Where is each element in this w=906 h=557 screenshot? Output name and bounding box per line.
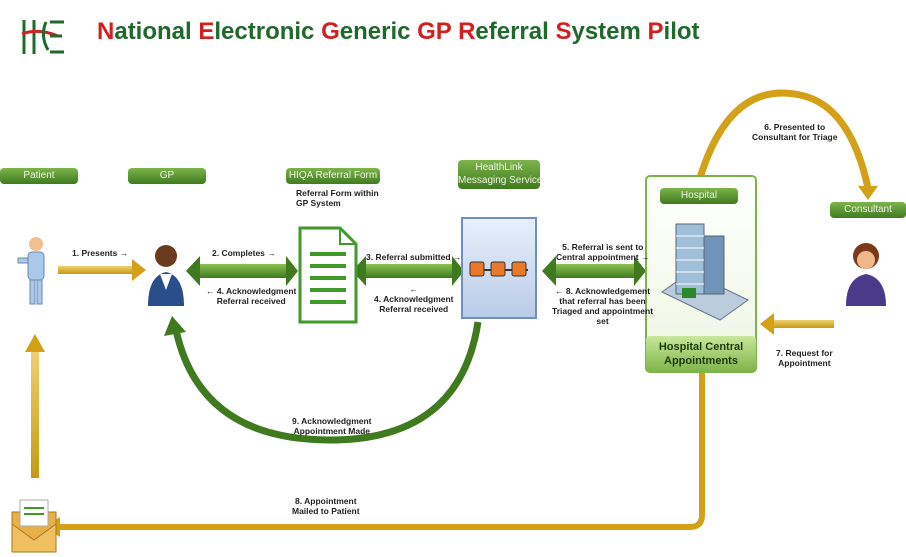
step-4a-line1: ← 4. Acknowledgment	[206, 286, 297, 296]
patient-gp-head	[132, 259, 146, 281]
title-part: R	[458, 18, 476, 45]
hiqa-subtitle: Referral Form within GP System	[296, 188, 379, 208]
hse-logo-mark	[21, 20, 64, 54]
pill-healthlink-line1: HealthLink	[475, 162, 523, 173]
hiqa-sub-2: GP System	[296, 198, 341, 208]
title-part: S	[555, 18, 572, 45]
document-icon	[298, 226, 358, 324]
step-7: 7. Request for Appointment	[776, 348, 833, 368]
consultant-hosp-shaft	[772, 320, 834, 328]
step-4b-line2: Referral received	[379, 304, 449, 314]
step-8b: 8. Appointment Mailed to Patient	[292, 496, 360, 516]
step-9-line1: 9. Acknowledgment	[292, 416, 372, 426]
step-5-line2: Central appointment →	[556, 252, 650, 262]
title-part: G	[321, 18, 340, 45]
title-part: eferral	[475, 18, 556, 45]
ack-arc	[172, 321, 482, 444]
pill-consultant: Consultant	[830, 202, 906, 218]
step-8b-line1: 8. Appointment	[295, 496, 357, 506]
step-8a: ← 8. Acknowledgement that referral has b…	[552, 286, 653, 326]
step-7-line1: 7. Request for	[776, 348, 833, 358]
step-4a-line2: Referral received	[216, 296, 286, 306]
step-8a-line1: ← 8. Acknowledgement	[554, 286, 651, 296]
step-8b-line2: Mailed to Patient	[292, 506, 360, 516]
pill-healthlink-line2: Messaging Service	[458, 175, 543, 186]
page-title: National Electronic Generic GP Referral …	[97, 18, 700, 46]
hospital-label-1: Hospital Central	[658, 341, 744, 353]
hospital-label-2: Appointments	[664, 355, 738, 367]
step-5-line1: 5. Referral is sent to	[562, 242, 644, 252]
step-4b-arrow: ←	[409, 284, 419, 294]
healthlink-box	[461, 217, 537, 319]
envelope-icon	[11, 499, 57, 553]
step-5: 5. Referral is sent to Central appointme…	[556, 242, 650, 262]
step-9: 9. Acknowledgment Appointment Made	[292, 416, 372, 436]
step-6-line1: 6. Presented to	[764, 122, 826, 132]
step-3: 3. Referral submitted →	[366, 252, 462, 262]
step-9-line2: Appointment Made	[293, 426, 371, 436]
step-6-line2: Consultant for Triage	[752, 132, 838, 142]
step-8a-line4: set	[596, 316, 609, 326]
step-4a: ← 4. Acknowledgment Referral received	[206, 286, 296, 306]
up-arrow-head	[25, 334, 45, 352]
consultant-icon	[846, 243, 886, 306]
step-8a-line3: Triaged and appointment	[552, 306, 654, 316]
step-6: 6. Presented to Consultant for Triage	[752, 122, 837, 142]
patient-gp-shaft	[58, 266, 134, 274]
step-4b: ← 4. Acknowledgment Referral received	[374, 284, 454, 314]
pill-hiqa: HIQA Referral Form	[286, 168, 380, 184]
pill-healthlink: HealthLink Messaging Service	[458, 160, 543, 189]
step-7-line2: Appointment	[778, 358, 831, 368]
up-arrow-shaft	[31, 350, 39, 478]
title-part: GP	[417, 18, 452, 45]
mail-path	[60, 372, 705, 530]
hiqa-sub-1: Referral Form within	[296, 188, 379, 198]
step-8a-line2: that referral has been	[559, 296, 646, 306]
title-part: ational	[114, 18, 199, 45]
pill-hospital: Hospital	[660, 188, 738, 204]
ack-arc-head	[164, 316, 186, 336]
title-part: P	[647, 18, 664, 45]
pill-patient: Patient	[0, 168, 78, 184]
title-part: ilot	[663, 18, 700, 45]
hospital-box	[645, 175, 757, 373]
step-1: 1. Presents →	[72, 248, 129, 258]
arc-arrowhead	[858, 186, 878, 200]
hospital-central-label: Hospital Central Appointments	[646, 340, 756, 368]
step-2: 2. Completes →	[212, 248, 276, 258]
title-part: ystem	[571, 18, 648, 45]
patient-icon	[17, 237, 45, 305]
title-part: eneric	[339, 18, 418, 45]
step-4b-line1: 4. Acknowledgment	[374, 294, 454, 304]
arc-hospital-to-consultant	[696, 89, 872, 189]
title-part: E	[198, 18, 215, 45]
consultant-hosp-head	[760, 313, 774, 335]
title-part: N	[97, 18, 115, 45]
hse-logo	[18, 14, 68, 60]
title-part: lectronic	[214, 18, 322, 45]
pill-gp: GP	[128, 168, 206, 184]
gp-icon	[148, 245, 184, 306]
